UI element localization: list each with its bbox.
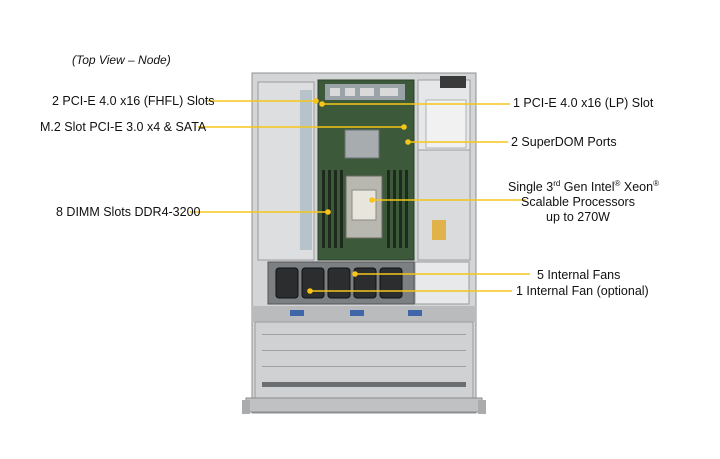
callout-superdom: 2 SuperDOM Ports [511, 135, 617, 149]
cpu-line-1: Single 3rd Gen Intel® Xeon® [508, 178, 659, 194]
view-caption: (Top View – Node) [72, 53, 171, 67]
callout-m2-slot: M.2 Slot PCI-E 3.0 x4 & SATA [40, 120, 207, 134]
callout-internal-fans: 5 Internal Fans [537, 268, 621, 282]
callout-cpu: Single 3rd Gen Intel® Xeon® Scalable Pro… [508, 178, 659, 225]
cpu-line-2: Scalable Processors [521, 195, 635, 209]
callout-dimm-slots: 8 DIMM Slots DDR4-3200 [56, 205, 201, 219]
callout-pcie-lp: 1 PCI-E 4.0 x16 (LP) Slot [513, 96, 654, 110]
callout-optional-fan: 1 Internal Fan (optional) [516, 284, 649, 298]
callout-pcie-fhfl: 2 PCI-E 4.0 x16 (FHFL) Slots [52, 94, 215, 108]
cpu-line-3: up to 270W [546, 210, 610, 224]
